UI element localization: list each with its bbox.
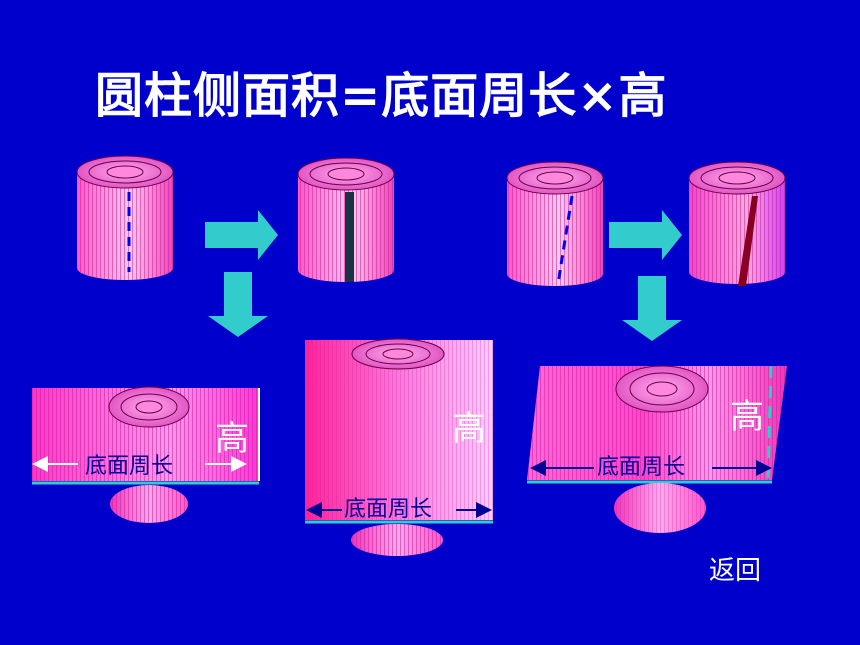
cylinder-4-icon	[688, 161, 786, 286]
arrow-down-icon	[622, 276, 682, 341]
cylinder-3-icon	[506, 161, 604, 286]
arrow-right-icon	[609, 210, 682, 260]
parallelogram-net-icon	[527, 365, 787, 484]
cylinder-2-icon	[297, 157, 395, 282]
arrow-right-icon	[205, 210, 278, 260]
rectangle-net-icon	[305, 338, 493, 524]
height-label: 高	[452, 409, 486, 449]
rectangle-net-icon	[32, 386, 260, 485]
circumference-label: 底面周长	[344, 497, 432, 522]
height-label: 高	[215, 419, 249, 459]
circle-base-icon	[614, 483, 706, 533]
circle-base-icon	[351, 524, 443, 556]
page-title: 圆柱侧面积=底面周长×高	[95, 68, 668, 124]
back-link[interactable]: 返回	[709, 556, 762, 586]
circumference-label: 底面周长	[85, 454, 173, 479]
arrow-down-icon	[208, 272, 268, 337]
cylinder-1-icon	[76, 155, 174, 280]
circle-base-icon	[110, 485, 188, 523]
circumference-label: 底面周长	[597, 455, 685, 480]
height-label: 高	[730, 397, 764, 437]
